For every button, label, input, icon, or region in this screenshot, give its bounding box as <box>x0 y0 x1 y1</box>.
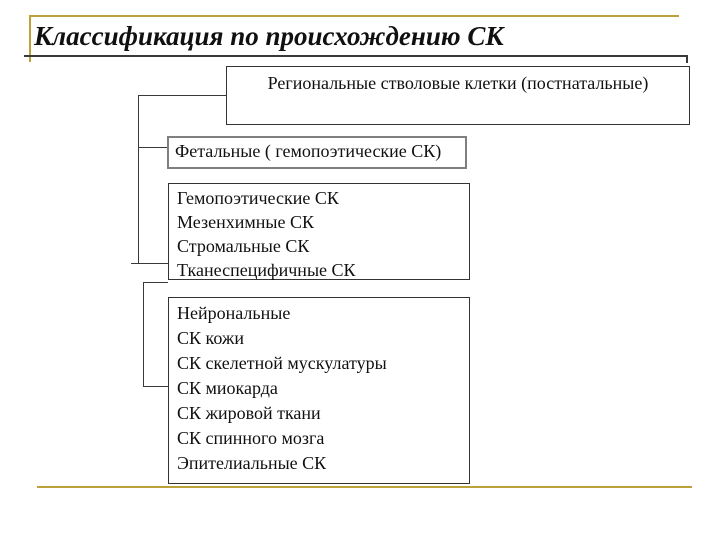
box-tissue-specific-line: СК жировой ткани <box>177 403 321 423</box>
box-regional-postnatal: Региональные стволовые клетки (постнатал… <box>226 66 690 125</box>
box-regional-postnatal-text: Региональные стволовые клетки (постнатал… <box>267 73 649 93</box>
box-tissue-specific-line: СК спинного мозга <box>177 428 325 448</box>
box-main-types-line: Тканеспецифичные СК <box>177 260 356 280</box>
box-fetal-text: Фетальные ( гемопоэтические СК) <box>175 141 442 161</box>
connector-lower-vertical-line <box>143 282 144 387</box>
box-tissue-specific-line: СК миокарда <box>177 378 278 398</box>
box-main-types: Гемопоэтические СК Мезенхимные СК Строма… <box>168 183 470 280</box>
box-tissue-specific-line: Нейрональные <box>177 303 291 323</box>
connector-branch-to-tissue-box <box>143 386 168 387</box>
left-accent-line <box>29 15 31 62</box>
connector-main-vertical-line <box>138 95 139 263</box>
connector-branch-to-fetal-box <box>138 147 167 148</box>
slide-title: Классификация по происхождению СК <box>34 21 504 51</box>
connector-lower-top-branch <box>143 282 168 283</box>
box-fetal: Фетальные ( гемопоэтические СК) <box>167 136 467 169</box>
box-tissue-specific-types: Нейрональные СК кожи СК скелетной мускул… <box>168 297 470 484</box>
box-tissue-specific-line: СК скелетной мускулатуры <box>177 353 387 373</box>
bottom-accent-line <box>37 486 692 488</box>
box-tissue-specific-line: СК кожи <box>177 328 244 348</box>
title-underline <box>24 55 688 57</box>
box-tissue-specific-line: Эпителиальные СК <box>177 453 327 473</box>
title-underline-end-tick <box>686 55 688 63</box>
box-main-types-line: Стромальные СК <box>177 236 310 256</box>
connector-branch-to-regional-box <box>138 95 226 96</box>
box-main-types-line: Мезенхимные СК <box>177 212 314 232</box>
top-accent-line <box>30 15 679 17</box>
box-main-types-line: Гемопоэтические СК <box>177 188 339 208</box>
connector-branch-to-main-types-box <box>131 263 168 264</box>
